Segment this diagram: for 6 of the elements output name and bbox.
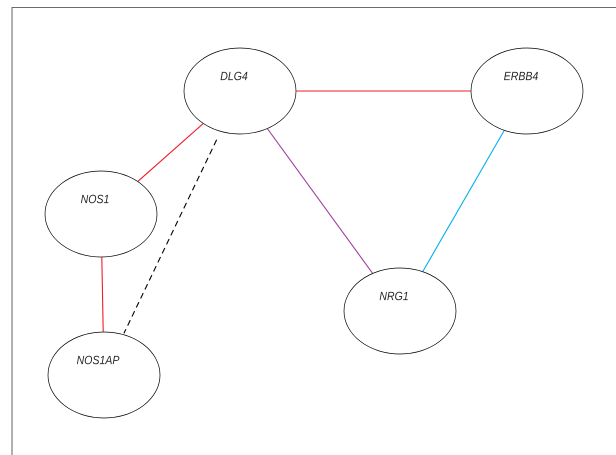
interaction-line (123, 140, 218, 334)
interaction-line (138, 123, 204, 182)
interaction-line (422, 130, 505, 272)
interaction-line (101, 257, 104, 332)
interaction-line (267, 128, 373, 274)
interaction-line (296, 90, 471, 92)
